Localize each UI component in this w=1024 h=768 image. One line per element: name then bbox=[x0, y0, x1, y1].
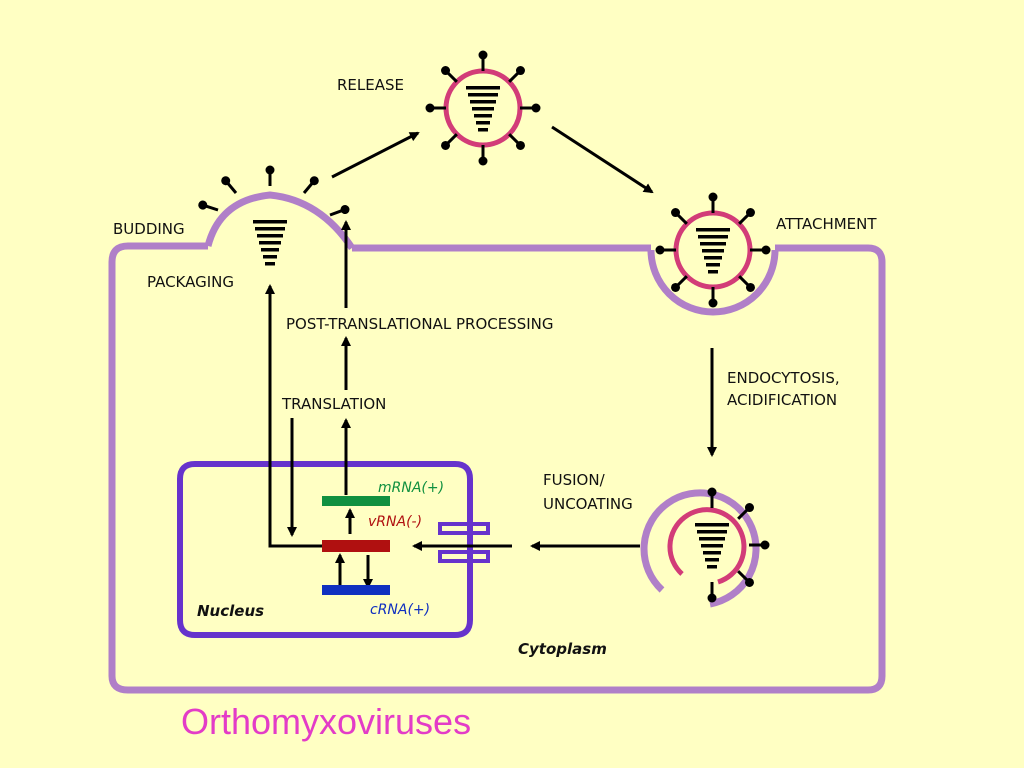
mrna-bar bbox=[322, 496, 390, 506]
attachment-virion bbox=[647, 191, 779, 316]
label-release: RELEASE bbox=[337, 76, 404, 94]
label-acidification: ACIDIFICATION bbox=[727, 391, 837, 409]
label-endocytosis: ENDOCYTOSIS, bbox=[727, 369, 840, 387]
flow-arrows bbox=[265, 125, 717, 589]
slide-caption: Orthomyxoviruses bbox=[181, 701, 472, 742]
label-packaging: PACKAGING bbox=[147, 273, 234, 291]
vrna-bar bbox=[322, 540, 390, 552]
label-crna: cRNA(+) bbox=[370, 602, 430, 618]
nuclear-pore bbox=[438, 522, 490, 563]
label-attachment: ATTACHMENT bbox=[776, 215, 877, 233]
label-translation: TRANSLATION bbox=[281, 395, 386, 413]
uncoating-virion bbox=[640, 486, 771, 608]
crna-bar bbox=[322, 585, 390, 595]
label-fusion: FUSION/ bbox=[543, 471, 606, 489]
label-vrna: vRNA(-) bbox=[368, 514, 422, 530]
label-mrna: mRNA(+) bbox=[378, 480, 444, 496]
cell-membrane bbox=[108, 191, 886, 694]
release-virion bbox=[424, 49, 542, 167]
label-budding: BUDDING bbox=[113, 220, 185, 238]
label-post-translational: POST-TRANSLATIONAL PROCESSING bbox=[286, 315, 554, 333]
label-cytoplasm: Cytoplasm bbox=[518, 640, 607, 658]
label-nucleus: Nucleus bbox=[197, 602, 264, 620]
label-uncoating: UNCOATING bbox=[543, 495, 633, 513]
